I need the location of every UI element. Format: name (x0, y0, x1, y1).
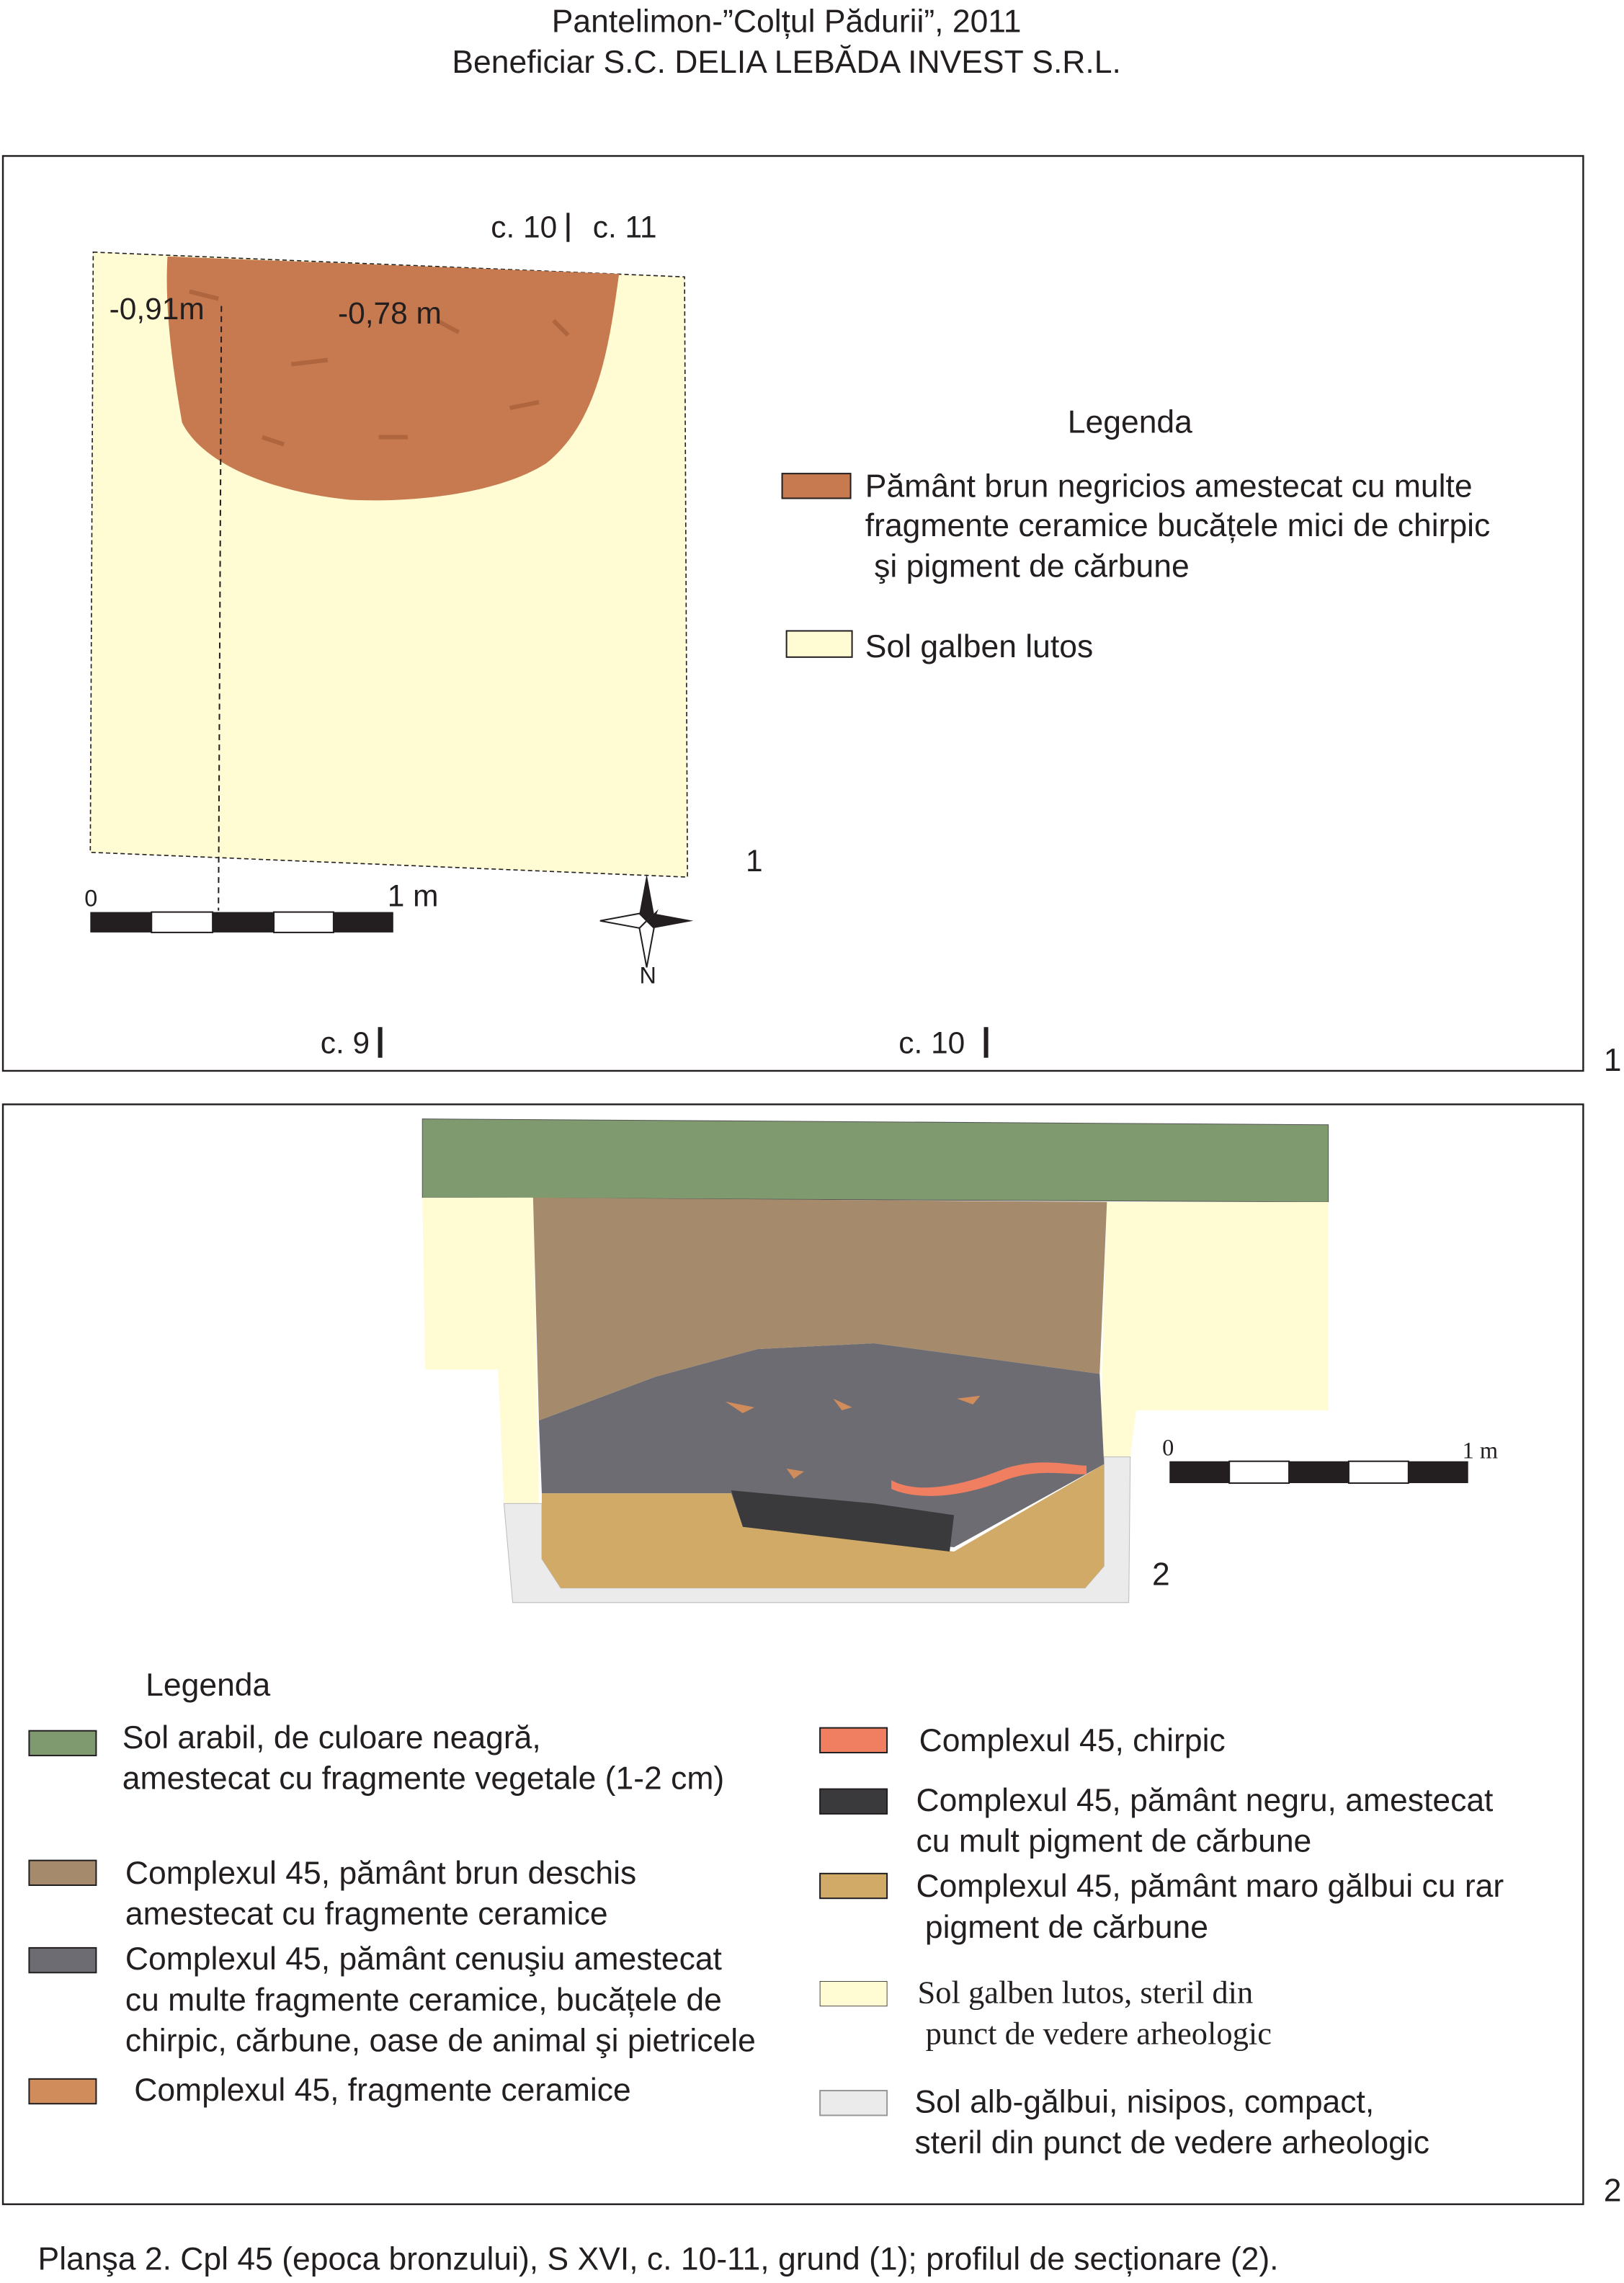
ceramic-fragment (725, 1401, 755, 1414)
section-line (218, 306, 223, 911)
depth-label-1: -0,91m (110, 292, 205, 326)
legend-swatch (781, 473, 852, 499)
ceramic-fragment (957, 1395, 981, 1405)
figure-number-2: 2 (1152, 1557, 1170, 1593)
legend-swatch (819, 1788, 888, 1815)
legend-swatch (819, 1872, 888, 1900)
label-c10-bottom: c. 10 (898, 1026, 965, 1060)
legend-2-left-1-line-1: Sol arabil, de culoare neagră, (122, 1720, 541, 1755)
label-c9-bottom: c. 9 (321, 1026, 370, 1060)
legend-1-title: Legenda (1068, 405, 1192, 440)
light-brown-layer (532, 1197, 1107, 1421)
scale-end-1: 1 m (388, 879, 439, 913)
legend-swatch (819, 1727, 888, 1754)
scale-bar-1 (90, 911, 393, 933)
legend-1-item-1-line-1: Pământ brun negricios amestecat cu multe (865, 468, 1473, 504)
legend-swatch (28, 1859, 97, 1886)
yellow-brown-layer (542, 1464, 1105, 1588)
yellow-soil-left (422, 1197, 539, 1504)
panel-number-2: 2 (1604, 2173, 1622, 2209)
panel-number-1: 1 (1604, 1043, 1622, 1078)
yellow-soil-right (1099, 1201, 1329, 1457)
legend-2-left-2-line-2: amestecat cu fragmente ceramice (125, 1897, 608, 1932)
legend-1-item-1-line-2: fragmente ceramice bucățele mici de chir… (865, 508, 1491, 543)
scale-start-2: 0 (1162, 1435, 1174, 1461)
scale-start-1: 0 (84, 886, 97, 912)
north-label: N (639, 963, 656, 989)
panel-2-frame (1, 1103, 1584, 2205)
legend-1-item-1-line-3: şi pigment de cărbune (865, 549, 1190, 584)
north-arrow-icon (599, 874, 694, 968)
plate-caption: Planşa 2. Cpl 45 (epoca bronzului), S XV… (38, 2242, 1279, 2277)
pit-texture (189, 289, 570, 447)
legend-2-title: Legenda (146, 1668, 270, 1703)
legend-2-right-5-line-1: Sol alb-gălbui, nisipos, compact, (915, 2084, 1375, 2119)
pit-complex-45 (166, 256, 620, 501)
grey-layer (538, 1343, 1105, 1547)
legend-2-left-1-line-2: amestecat cu fragmente vegetale (1-2 cm) (122, 1761, 724, 1797)
black-layer (731, 1490, 955, 1552)
depth-label-2: -0,78 m (338, 296, 442, 330)
legend-2-right-5-line-2: steril din punct de vedere arheologic (915, 2125, 1429, 2160)
legend-swatch (785, 630, 853, 658)
legend-2-right-4-line-2: punct de vedere arheologic (918, 2015, 1272, 2051)
legend-2-right-1: Complexul 45, chirpic (919, 1723, 1226, 1758)
label-c10-top: c. 10 (491, 210, 557, 244)
legend-2-left-3-line-1: Complexul 45, pământ cenuşiu amestecat (125, 1941, 723, 1977)
header-beneficiary: Beneficiar S.C. DELIA LEBĂDA INVEST S.R.… (452, 45, 1120, 80)
label-c11-top: c. 11 (593, 210, 657, 244)
legend-2-left-2-line-1: Complexul 45, pământ brun deschis (125, 1856, 636, 1891)
legend-1-item-2: Sol galben lutos (865, 629, 1093, 664)
legend-2-right-4-line-1: Sol galben lutos, steril din (918, 1975, 1254, 2011)
scale-end-2: 1 m (1463, 1438, 1498, 1464)
chirpic-fragment (891, 1462, 1087, 1496)
legend-swatch (28, 2078, 97, 2105)
panel-1-plan: c. 10 c. 11 -0,91m -0,78 m 0 1 m N 1 c. … (1, 155, 1584, 1072)
legend-2-left-3-line-3: chirpic, cărbune, oase de animal şi piet… (125, 2023, 756, 2058)
legend-2-right-2-line-1: Complexul 45, pământ negru, amestecat (916, 1783, 1494, 1818)
arable-soil-layer (421, 1118, 1329, 1203)
legend-2-right-3-line-2: pigment de cărbune (916, 1910, 1208, 1945)
legend-swatch (819, 2090, 888, 2117)
legend-2-right-2-line-2: cu mult pigment de cărbune (916, 1823, 1312, 1859)
legend-swatch (819, 1981, 888, 2007)
panel-2-profile: 0 1 m 2 Legenda Sol arabil, de culoare n… (1, 1103, 1584, 2205)
legend-swatch (28, 1730, 97, 1757)
legend-1: Legenda Pământ brun negricios amestecat … (781, 405, 1491, 664)
ceramic-fragment (786, 1468, 804, 1479)
scale-bar-2 (1169, 1460, 1468, 1485)
legend-2-left-3-line-2: cu multe fragmente ceramice, bucățele de (125, 1982, 722, 2018)
legend-2-left-4: Complexul 45, fragmente ceramice (125, 2073, 631, 2108)
legend-2: Legenda Sol arabil, de culoare neagră, a… (28, 1668, 1504, 2160)
legend-swatch (28, 1946, 97, 1974)
legend-2-right-3-line-1: Complexul 45, pământ maro gălbui cu rar (916, 1869, 1504, 1904)
ceramic-fragment (833, 1398, 852, 1410)
figure-number-1: 1 (746, 844, 763, 878)
header-title: Pantelimon-”Colțul Pădurii”, 2011 (552, 4, 1022, 40)
panel-1-frame (1, 155, 1584, 1072)
